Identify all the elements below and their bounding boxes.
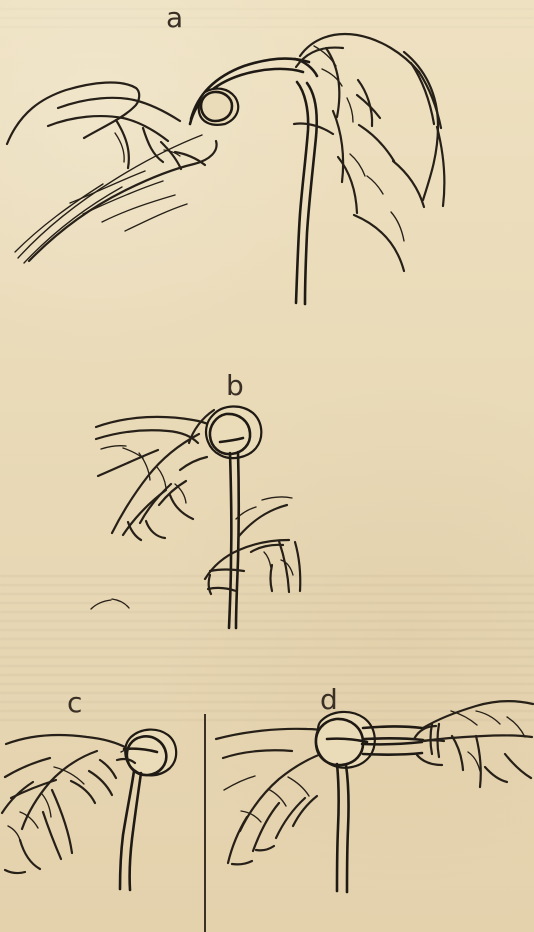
panel-b-drawing	[91, 406, 300, 628]
panel-d-drawing	[216, 701, 533, 892]
panel-a-drawing	[7, 34, 444, 304]
panel-c-drawing	[2, 730, 176, 890]
